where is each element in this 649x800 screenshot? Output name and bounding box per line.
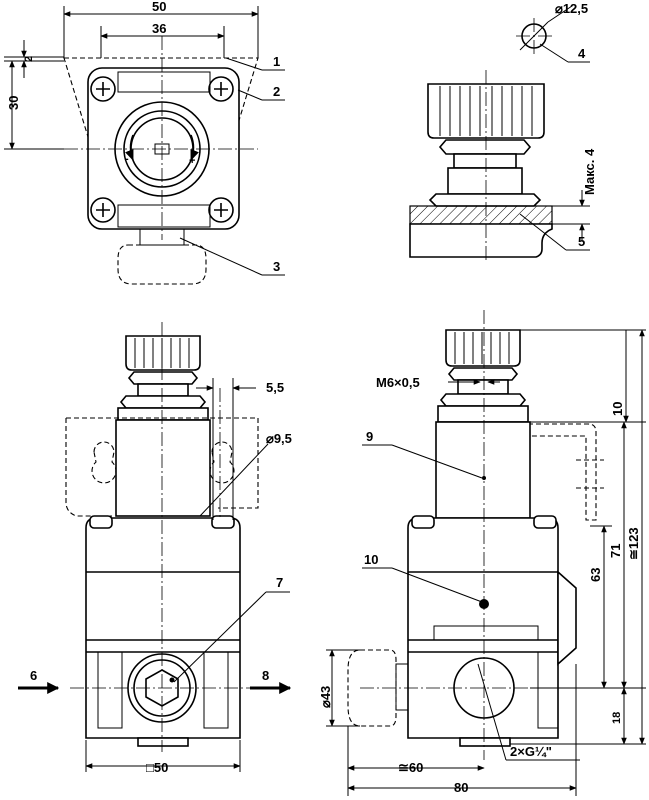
dim-hole-diameter: ⌀9,5 (266, 431, 292, 446)
svg-text:+: + (189, 155, 195, 167)
callout-3: 3 (273, 259, 280, 274)
dim-50: 50 (152, 0, 166, 14)
callout-4: 4 (578, 46, 586, 61)
dim-square-50: □50 (146, 760, 168, 775)
dim-123: ≅123 (626, 527, 641, 560)
dim-port-thread: 2×G¼" (510, 744, 552, 759)
dim-18: 18 (611, 712, 623, 724)
top-view: - + 50 36 2 30 1 2 3 (4, 0, 285, 285)
callout-8: 8 (262, 668, 269, 683)
dim-knob-diameter: ⌀12,5 (555, 1, 588, 16)
callout-9: 9 (366, 429, 373, 444)
svg-text:-: - (125, 153, 129, 165)
dim-10: 10 (610, 402, 625, 416)
callout-6: 6 (30, 668, 37, 683)
dim-5-5: 5,5 (266, 380, 284, 395)
dim-30: 30 (6, 96, 21, 110)
callout-2: 2 (273, 84, 280, 99)
panel-mount-view: ⌀12,5 4 Макс. 4 5 (409, 1, 597, 262)
dim-thread: M6×0,5 (376, 375, 420, 390)
callout-1: 1 (273, 54, 280, 69)
front-view: 5,5 ⌀9,5 7 6 8 □50 (18, 322, 292, 775)
dim-max-thickness: Макс. 4 (582, 148, 597, 195)
side-view: M6×0,5 9 10 10 63 71 ≅123 18 ⌀43 (318, 310, 646, 796)
dim-80: 80 (454, 780, 468, 795)
dim-63: 63 (588, 568, 603, 582)
dim-2: 2 (23, 56, 35, 62)
dim-36: 36 (152, 21, 166, 36)
dim-43: ⌀43 (318, 686, 333, 708)
callout-7: 7 (276, 575, 283, 590)
callout-5: 5 (578, 234, 585, 249)
callout-10: 10 (364, 552, 378, 567)
dim-60: ≅60 (398, 760, 423, 775)
screw-icon (90, 76, 234, 223)
dim-71: 71 (608, 544, 623, 558)
